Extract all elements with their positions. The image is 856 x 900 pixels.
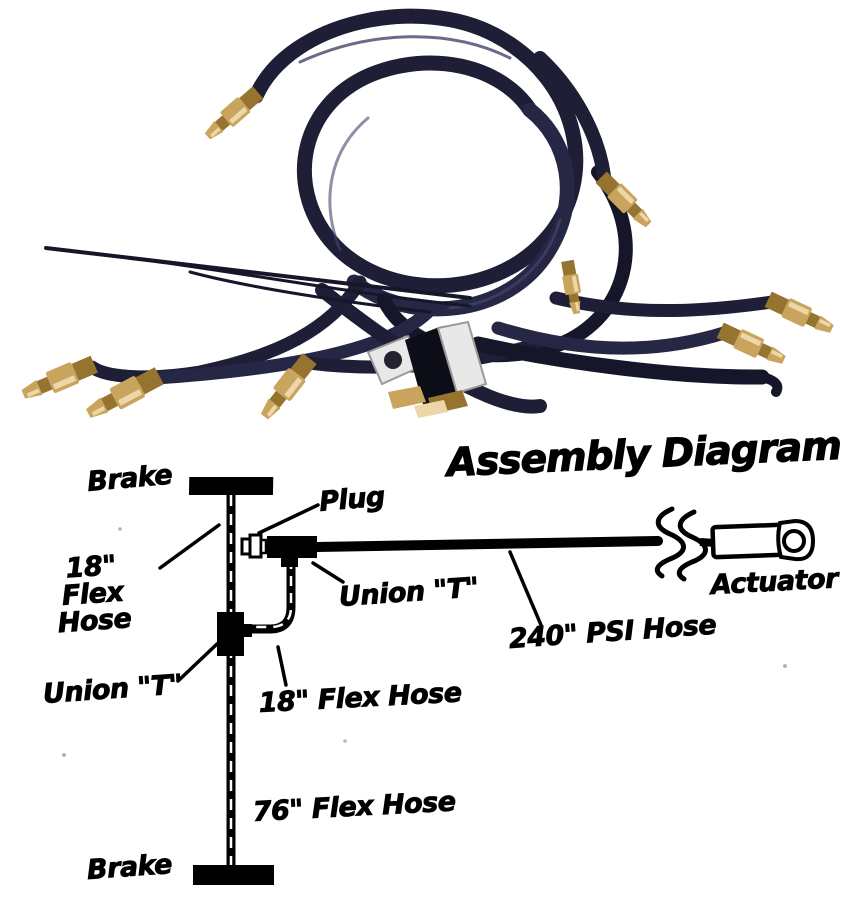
union-t-lower-fitting bbox=[217, 612, 252, 656]
product-photo bbox=[18, 8, 837, 425]
brass-fitting bbox=[715, 320, 789, 370]
brake-bar-bottom bbox=[193, 865, 274, 885]
leader-plug bbox=[257, 503, 320, 535]
brake-bottom-label: Brake bbox=[86, 849, 174, 887]
leader-flex18-bottom bbox=[276, 645, 288, 687]
break-symbol bbox=[654, 506, 708, 582]
flex-hose-18-curved bbox=[246, 557, 296, 634]
plug-label: Plug bbox=[318, 481, 387, 518]
assembly-diagram bbox=[62, 477, 816, 885]
leader-union-t-left bbox=[176, 642, 219, 683]
leader-union-t-top bbox=[311, 561, 345, 584]
brass-fitting bbox=[18, 353, 99, 405]
scan-specks bbox=[62, 527, 787, 757]
leader-flex18-top bbox=[158, 523, 221, 570]
hose-coil bbox=[248, 8, 633, 363]
hose-strands bbox=[44, 246, 783, 414]
brass-fitting bbox=[763, 289, 837, 339]
mounting-clamp bbox=[366, 320, 488, 418]
flex-hose-18-top-label-line1: 18" Flex bbox=[60, 550, 125, 613]
brass-fitting bbox=[200, 84, 265, 144]
union-t-top-fitting bbox=[267, 536, 317, 567]
plug-fitting bbox=[240, 533, 268, 559]
flex-hose-18-top-label: 18" Flex Hose bbox=[30, 550, 155, 640]
brake-bar-top bbox=[188, 477, 274, 495]
leader-lines bbox=[158, 503, 543, 687]
psi-hose-240 bbox=[312, 536, 663, 552]
actuator-symbol bbox=[710, 518, 816, 562]
leader-psi240 bbox=[508, 550, 543, 627]
